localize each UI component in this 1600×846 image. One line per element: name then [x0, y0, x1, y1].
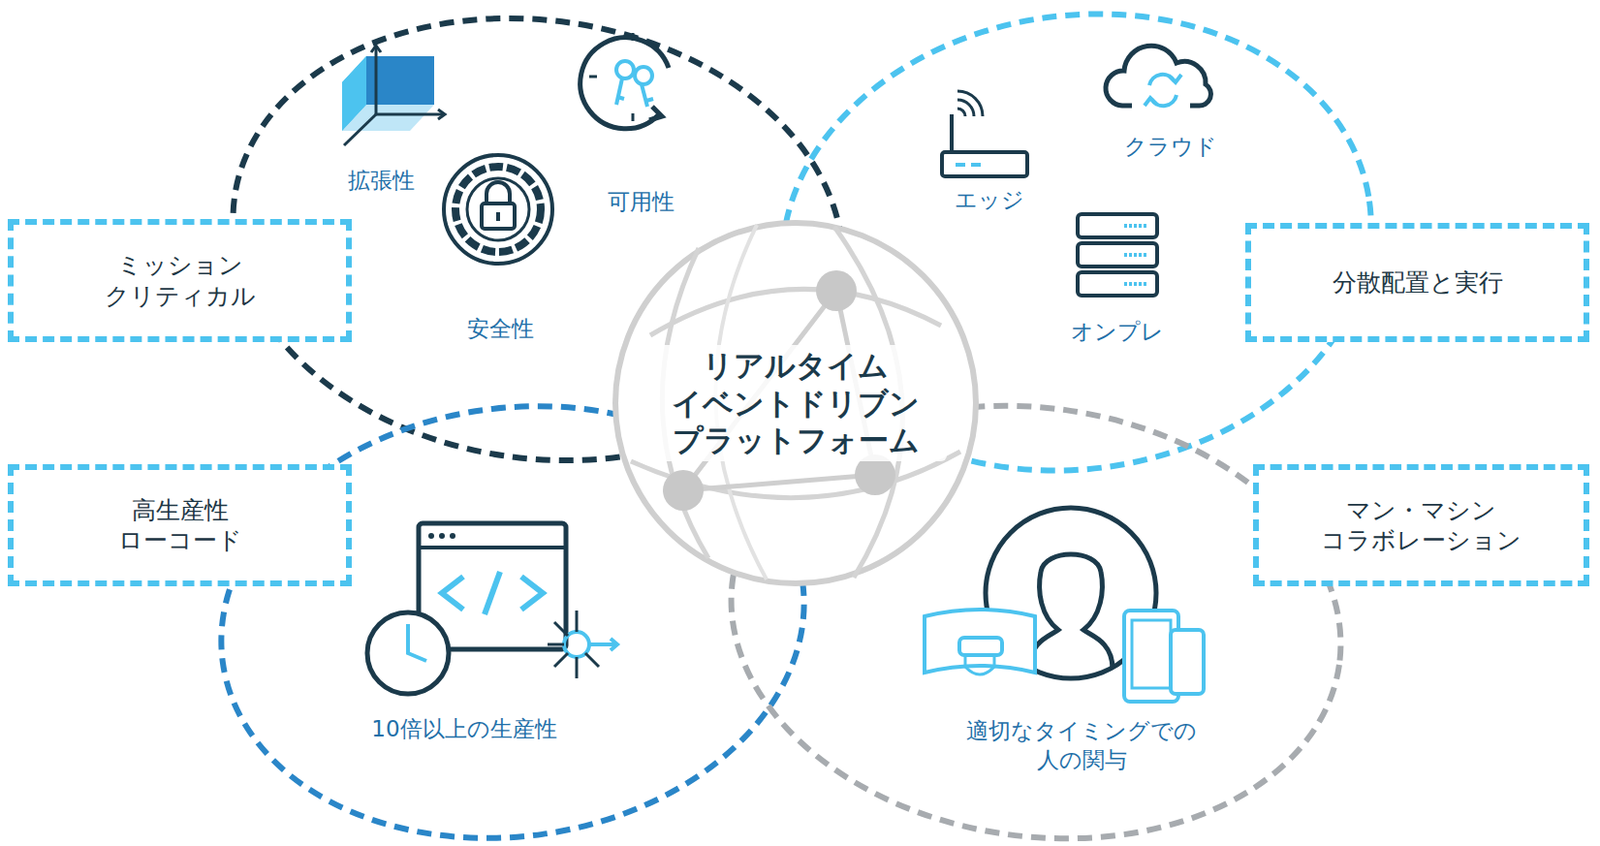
- globe-part: [662, 470, 704, 511]
- feature-box: ミッション クリティカル: [7, 219, 352, 343]
- node-text: 高生産性 ローコード: [83, 495, 278, 557]
- globe-part: [650, 288, 942, 336]
- server-icon: [1077, 214, 1158, 296]
- icon-label: エッジ: [951, 186, 1028, 216]
- lowcode-icon: [367, 523, 618, 694]
- platform-globe: リアルタイム イベントドリブン プラットフォーム: [611, 219, 980, 588]
- lock-icon: [443, 155, 553, 264]
- feature-box: 高生産性 ローコード: [7, 464, 352, 587]
- globe-part: [815, 270, 857, 312]
- availability-icon: [580, 32, 669, 129]
- node-text: マン・マシン コラボレーション: [1271, 495, 1572, 557]
- icon-label: 適切なタイミングでの 人の関与: [952, 717, 1211, 776]
- cloud-icon: [1105, 45, 1212, 106]
- icon-label: 10倍以上の生産性: [368, 715, 560, 745]
- icon-label: クラウド: [1121, 132, 1221, 162]
- router-icon: [941, 91, 1028, 177]
- collab-icon: [924, 507, 1204, 702]
- feature-box: 分散配置と実行: [1245, 222, 1590, 343]
- icon-label: 可用性: [604, 188, 678, 218]
- node-text: 分散配置と実行: [1332, 267, 1504, 298]
- globe-part: [615, 222, 976, 584]
- node-text: ミッション クリティカル: [68, 250, 292, 312]
- icon-label: 安全性: [464, 314, 537, 345]
- cube-icon: [342, 45, 445, 146]
- node-text: リアルタイム イベントドリブン プラットフォーム: [644, 345, 947, 462]
- icon-label: 拡張性: [345, 166, 418, 196]
- icon-label: オンプレ: [1067, 317, 1167, 347]
- feature-box: マン・マシン コラボレーション: [1253, 464, 1590, 587]
